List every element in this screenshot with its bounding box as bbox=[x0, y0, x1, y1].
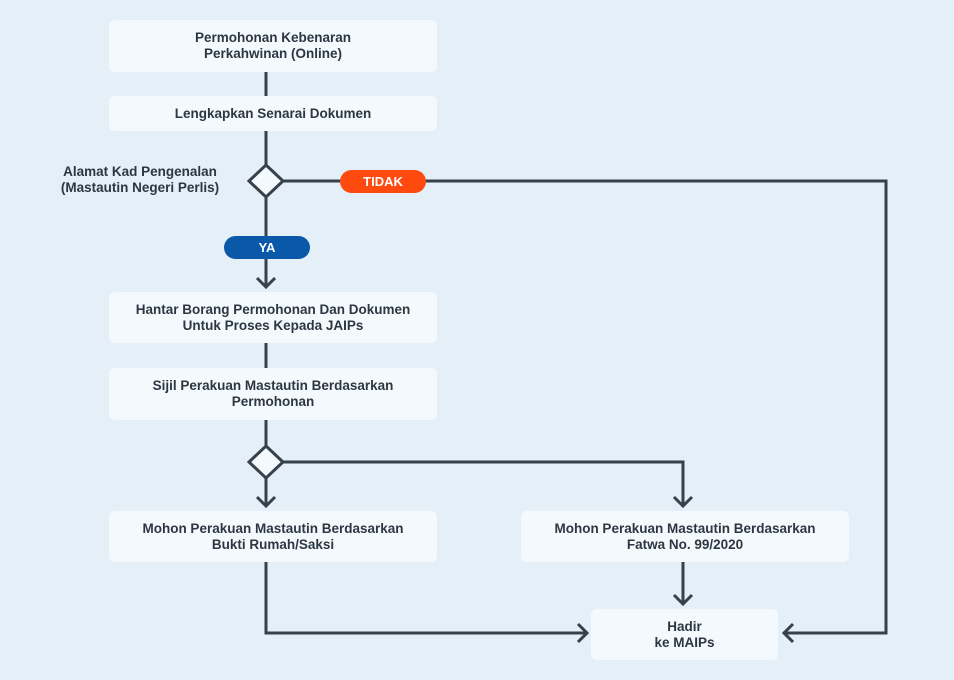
arrowhead-left-to-final bbox=[576, 622, 590, 644]
connector-left-to-final bbox=[264, 562, 587, 635]
node-attend-maips: Hadir ke MAIPs bbox=[591, 609, 778, 660]
decision-diamond-ic-address bbox=[246, 162, 286, 200]
decision-label-ic-address: Alamat Kad Pengenalan (Mastautin Negeri … bbox=[60, 164, 220, 195]
arrowhead-fatwa-to-final bbox=[672, 593, 694, 607]
connector-decision2-right bbox=[283, 460, 685, 506]
node-submit-form: Hantar Borang Permohonan Dan Dokumen Unt… bbox=[109, 292, 437, 343]
branch-no-badge: TIDAK bbox=[340, 170, 426, 193]
arrowhead-submit bbox=[255, 276, 277, 290]
node-apply-online: Permohonan Kebenaran Perkahwinan (Online… bbox=[109, 20, 437, 72]
node-complete-documents: Lengkapkan Senarai Dokumen bbox=[109, 96, 437, 131]
decision-diamond-route bbox=[246, 443, 286, 481]
node-proof-house-witness: Mohon Perakuan Mastautin Berdasarkan Buk… bbox=[109, 511, 437, 562]
node-residence-certificate: Sijil Perakuan Mastautin Berdasarkan Per… bbox=[109, 368, 437, 420]
arrowhead-no-branch bbox=[781, 622, 795, 644]
arrowhead-right-branch bbox=[672, 495, 694, 509]
connector-no-branch bbox=[283, 179, 888, 635]
node-fatwa: Mohon Perakuan Mastautin Berdasarkan Fat… bbox=[521, 511, 849, 562]
arrowhead-left-branch bbox=[255, 495, 277, 509]
branch-yes-badge: YA bbox=[224, 236, 310, 259]
